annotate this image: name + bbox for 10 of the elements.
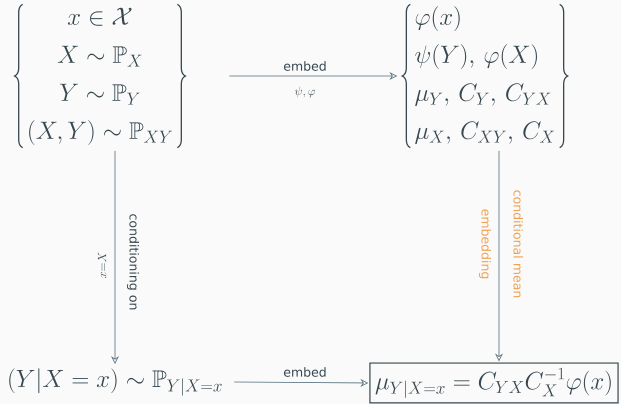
formula: $(Y|X=x) \sim \mathbb{P}_{Y|X=x}$ (9, 368, 222, 396)
brace-set: $\varphi(x)$ $\psi(Y),\, \varphi(X)$ $\mu_Y,\, C_Y,\, C_{YX}$ $\mu_X,\, C_{XY},\, C_X$ (415, 6, 554, 144)
brace-set: $x \in \mathcal{X}$ $X \sim \mathbb{P}_X$ $Y \sim \mathbb{P}_Y$ $(X,Y) \sim \mathbb{P}_{XY}$ (29, 8, 172, 145)
edge-label: embed (284, 367, 326, 377)
edge-label: embed (284, 61, 326, 71)
edge-label: conditional mean embedding (478, 190, 524, 298)
boxed-formula: $\mu_{Y|X=x} = C_{YX} C_X^{-1} \varphi(x)$ (369, 362, 619, 404)
formula-label: $x{=}X$ (98, 252, 106, 278)
edge-label: conditioning on (126, 214, 140, 310)
formula-label: $\psi,\varphi$ (294, 86, 316, 98)
